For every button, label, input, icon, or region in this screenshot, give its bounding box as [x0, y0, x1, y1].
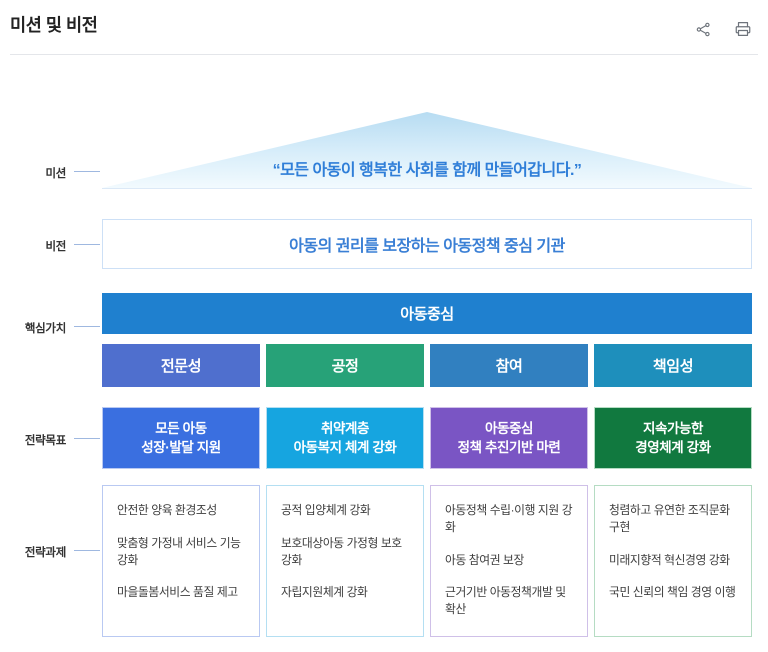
core-values-row: 전문성 공정 참여 책임성: [102, 344, 752, 387]
strategic-goal[interactable]: 지속가능한 경영체계 강화: [594, 407, 752, 469]
share-icon[interactable]: [692, 18, 714, 40]
mission-baseline: [102, 188, 752, 189]
goal-line-2: 아동복지 체계 강화: [293, 440, 397, 455]
mission-statement: “모든 아동이 행복한 사회를 함께 만들어갑니다.”: [272, 162, 582, 179]
vision-box: 아동의 권리를 보장하는 아동정책 중심 기관: [102, 219, 752, 269]
strategic-task-group: 청렴하고 유연한 조직문화 구현 미래지향적 혁신경영 강화 국민 신뢰의 책임…: [594, 485, 752, 637]
core-value-label: 공정: [331, 358, 359, 375]
core-value-item[interactable]: 책임성: [594, 344, 752, 387]
strategic-task-group: 아동정책 수립·이행 지원 강화 아동 참여권 보장 근거기반 아동정책개발 및…: [430, 485, 588, 637]
goal-line-2: 성장·발달 지원: [141, 440, 221, 455]
rail-connector-vision: [74, 244, 100, 245]
strategic-task-group: 공적 입양체계 강화 보호대상아동 가정형 보호 강화 자립지원체계 강화: [266, 485, 424, 637]
page-title: 미션 및 비전: [10, 15, 98, 35]
rail-connector-core-values: [74, 326, 100, 327]
core-value-label: 전문성: [160, 358, 202, 375]
task-item: 공적 입양체계 강화: [281, 503, 371, 517]
rail-label-mission: 미션: [45, 168, 66, 180]
print-icon[interactable]: [732, 18, 754, 40]
core-value-item[interactable]: 공정: [266, 344, 424, 387]
task-item: 청렴하고 유연한 조직문화 구현: [609, 503, 730, 534]
strategic-goals-row: 모든 아동 성장·발달 지원 취약계층 아동복지 체계 강화 아동중심 정책 추…: [102, 407, 752, 469]
mission-triangle-icon: [102, 112, 752, 188]
rail-label-goals: 전략목표: [24, 435, 66, 447]
rail-connector-mission: [74, 171, 100, 172]
core-value-label: 책임성: [652, 358, 694, 375]
rail-connector-goals: [74, 438, 100, 439]
goal-line-1: 취약계층: [320, 420, 370, 436]
header-divider: [10, 54, 758, 55]
task-item: 안전한 양육 환경조성: [117, 503, 217, 517]
rail-label-tasks: 전략과제: [24, 547, 66, 559]
goal-line-1: 지속가능한: [642, 420, 704, 436]
task-item: 근거기반 아동정책개발 및 확산: [445, 585, 566, 616]
task-item: 마을돌봄서비스 품질 제고: [117, 585, 238, 600]
core-value-item[interactable]: 참여: [430, 344, 588, 387]
goal-line-1: 모든 아동: [155, 420, 207, 436]
header-actions: [692, 18, 754, 40]
vision-statement: 아동의 권리를 보장하는 아동정책 중심 기관: [289, 238, 565, 255]
rail-label-core-values: 핵심가치: [24, 323, 66, 335]
strategic-tasks-row: 안전한 양육 환경조성 맞춤형 가정내 서비스 기능 강화 마을돌봄서비스 품질…: [102, 485, 752, 637]
task-item: 보호대상아동 가정형 보호 강화: [281, 535, 402, 567]
strategic-task-group: 안전한 양육 환경조성 맞춤형 가정내 서비스 기능 강화 마을돌봄서비스 품질…: [102, 485, 260, 637]
goal-line-2: 정책 추진기반 마련: [457, 440, 561, 455]
strategic-goal[interactable]: 모든 아동 성장·발달 지원: [102, 407, 260, 469]
goal-line-1: 아동중심: [484, 420, 534, 436]
task-item: 미래지향적 혁신경영 강화: [609, 552, 730, 567]
core-value-main: 아동중심: [102, 293, 752, 334]
page-header: 미션 및 비전: [0, 0, 768, 62]
core-value-main-label: 아동중심: [400, 306, 454, 323]
rail-connector-tasks: [74, 550, 100, 551]
strategic-goal[interactable]: 아동중심 정책 추진기반 마련: [430, 407, 588, 469]
core-value-label: 참여: [495, 358, 523, 375]
task-item: 맞춤형 가정내 서비스 기능 강화: [117, 535, 241, 567]
mission-section: “모든 아동이 행복한 사회를 함께 만들어갑니다.”: [102, 110, 752, 188]
strategic-goal[interactable]: 취약계층 아동복지 체계 강화: [266, 407, 424, 469]
task-item: 자립지원체계 강화: [281, 585, 368, 600]
task-item: 아동 참여권 보장: [445, 552, 524, 567]
rail-label-vision: 비전: [45, 241, 66, 253]
task-item: 국민 신뢰의 책임 경영 이행: [609, 585, 736, 600]
task-item: 아동정책 수립·이행 지원 강화: [445, 503, 573, 534]
core-value-item[interactable]: 전문성: [102, 344, 260, 387]
goal-line-2: 경영체계 강화: [635, 440, 711, 455]
